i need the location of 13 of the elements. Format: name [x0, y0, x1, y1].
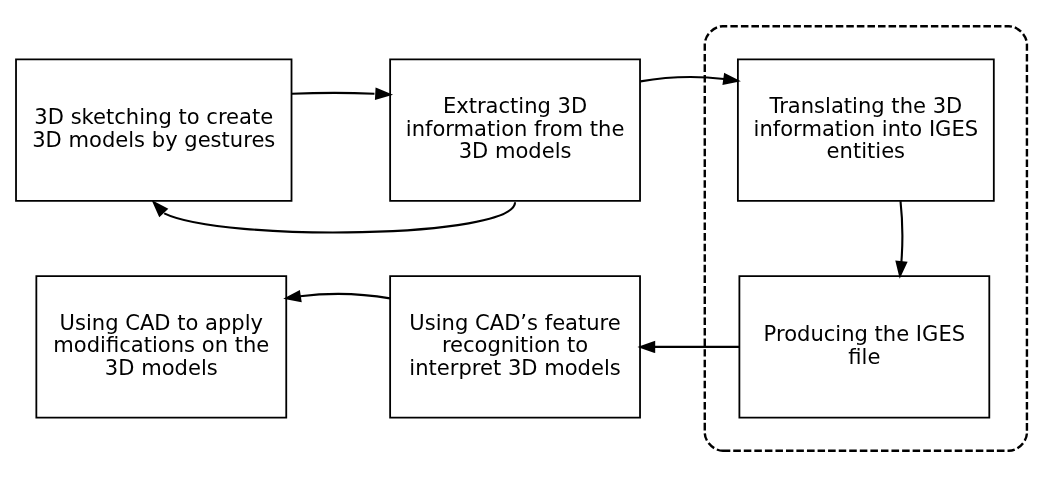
- node-box: Using CAD’s feature recognition to interpret 3D models: [388, 275, 641, 419]
- cluster: [703, 25, 1028, 452]
- node-box: 3D sketching to create 3D models by gestures: [14, 58, 292, 202]
- arrow: [151, 200, 516, 234]
- arrow: [639, 72, 741, 86]
- node-box: Using CAD to apply modifications on the 3D models: [34, 275, 287, 419]
- node-box: Producing the IGES file: [738, 275, 990, 419]
- node-box: Extracting 3D information from the 3D models: [388, 58, 641, 202]
- arrow: [636, 340, 739, 354]
- arrow: [894, 200, 908, 279]
- arrow: [291, 87, 393, 100]
- arrow: [282, 290, 390, 303]
- node-box: Translating the 3D information into IGES entities: [736, 58, 995, 202]
